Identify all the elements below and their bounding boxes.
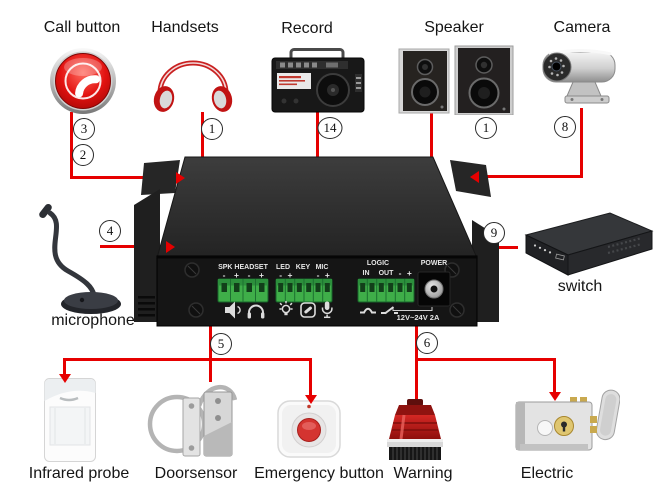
wire-call-horizontal — [70, 176, 180, 179]
warning-label: Warning — [393, 465, 453, 482]
speaker-image — [398, 45, 514, 115]
speaker-icon — [225, 301, 241, 319]
handsets-image — [153, 60, 233, 112]
warning-image — [387, 399, 443, 460]
speaker-label: Speaker — [424, 19, 484, 36]
led-icon — [279, 301, 293, 316]
connection-number-5: 5 — [210, 333, 232, 355]
svg-text:-: - — [399, 268, 402, 278]
arrow-emergency — [304, 395, 317, 410]
arrow-microphone — [166, 240, 181, 253]
mount-tab-left — [141, 160, 180, 195]
svg-text:+: + — [234, 270, 239, 280]
emergency-button-label: Emergency button — [254, 465, 384, 482]
camera-label: Camera — [553, 19, 611, 36]
logic-in-label: IN — [363, 270, 370, 277]
wire-emergency-drop — [309, 358, 312, 399]
connection-number-3: 3 — [73, 118, 95, 140]
wire-outputs-vertical — [415, 324, 418, 403]
svg-text:+: + — [259, 270, 264, 280]
mount-wing-left — [134, 189, 160, 322]
doorsensor-image — [147, 384, 237, 457]
svg-text:-: - — [279, 270, 282, 280]
connection-number-8: 8 — [554, 116, 576, 138]
control-unit: SPK HEADSET - + - + LED KEY MIC - + - + … — [134, 156, 499, 327]
relay-no-icon — [381, 306, 398, 315]
switch-image — [524, 212, 654, 276]
wire-outputs-horizontal — [415, 358, 556, 361]
connection-number-2: 2 — [72, 144, 94, 166]
record-label: Record — [281, 20, 333, 37]
microphone-image — [39, 203, 121, 314]
wire-sensors-vertical — [209, 324, 212, 382]
panel-screws — [184, 262, 465, 318]
wire-camera-vertical — [580, 108, 583, 178]
phone-handset-icon — [75, 75, 100, 98]
headphones-icon — [247, 304, 265, 319]
wire-record — [316, 110, 319, 158]
unit-top-face — [156, 156, 478, 259]
handsets-label: Handsets — [151, 19, 219, 36]
led-label: LED — [276, 264, 290, 271]
connection-number-1-speaker: 1 — [475, 117, 497, 139]
logic-out-label: OUT — [379, 270, 395, 277]
arrow-call — [176, 171, 191, 184]
relay-nc-icon — [360, 307, 376, 314]
mic-icon — [321, 301, 333, 319]
call-button-image — [50, 48, 116, 114]
call-button-label: Call button — [43, 19, 121, 36]
infrared-probe-image — [44, 378, 96, 462]
wire-camera-horizontal — [473, 175, 583, 178]
camera-image — [542, 49, 616, 104]
svg-text:+: + — [407, 268, 412, 278]
electric-lock-image — [515, 389, 620, 451]
wire-speaker — [430, 113, 433, 158]
svg-text:+: + — [288, 270, 293, 280]
svg-text:-: - — [248, 270, 251, 280]
arrow-electric — [548, 392, 561, 407]
key-label: KEY — [296, 264, 311, 271]
mic-label: MIC — [316, 264, 329, 271]
arrow-infrared — [58, 374, 71, 389]
connection-number-6: 6 — [416, 332, 438, 354]
record-image — [271, 48, 365, 113]
microphone-label: microphone — [51, 312, 135, 329]
electric-label: Electric — [520, 465, 574, 482]
rating-bracket — [392, 307, 433, 311]
doorsensor-label: Doorsensor — [154, 465, 238, 482]
svg-text:+: + — [325, 270, 330, 280]
infrared-probe-label: Infrared probe — [28, 465, 130, 482]
wire-sensors-horizontal — [63, 358, 312, 361]
connection-number-9: 9 — [483, 222, 505, 244]
wire-electric-drop — [553, 358, 556, 395]
spk-headset-label: SPK HEADSET — [218, 264, 269, 271]
wire-call-vertical — [70, 112, 73, 179]
connection-number-4: 4 — [99, 220, 121, 242]
power-rating-label: 12V~24V 2A — [397, 313, 440, 322]
mount-wing-right — [472, 220, 499, 322]
logic-label: LOGIC — [367, 260, 389, 267]
svg-text:-: - — [317, 270, 320, 280]
svg-text:-: - — [223, 270, 226, 280]
phone-icon — [300, 302, 316, 318]
power-label: POWER — [421, 260, 447, 267]
connection-number-1-handsets: 1 — [201, 118, 223, 140]
wire-infrared-drop — [63, 358, 66, 377]
connection-number-14: 14 — [317, 117, 343, 139]
switch-label: switch — [557, 278, 603, 295]
arrow-camera — [464, 170, 479, 183]
